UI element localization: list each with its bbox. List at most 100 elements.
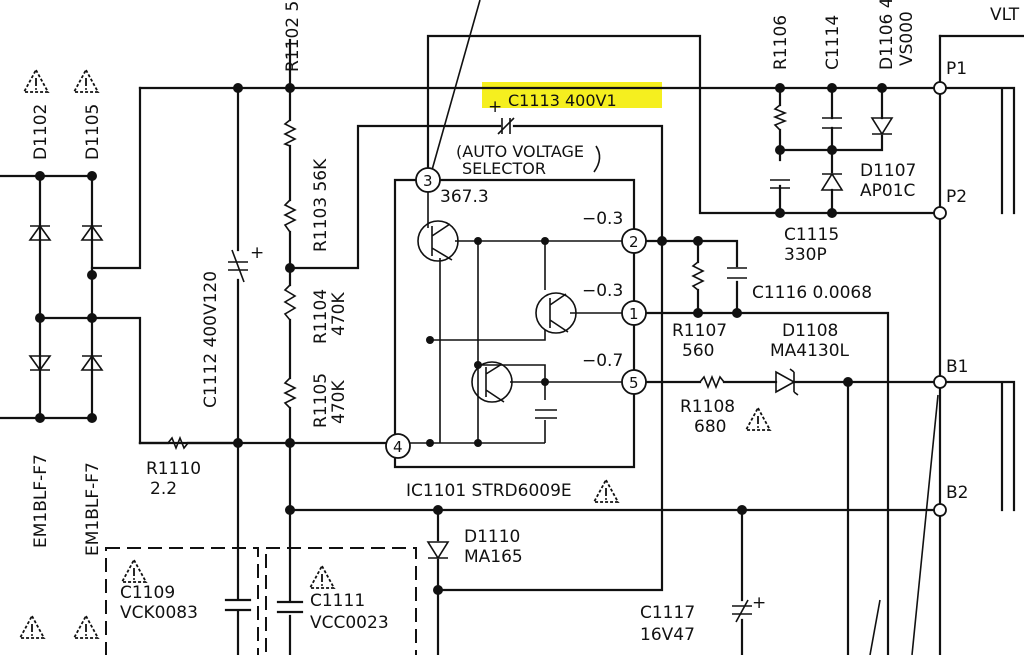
ic-pin-3: 3 [423,172,433,190]
resistor-r1105 [283,377,297,409]
label-c1117-plus: + [752,593,766,613]
label-d1105: D1105 [83,104,103,160]
label-avs-2: SELECTOR [462,159,546,178]
label-d1108: D1108 [782,321,838,341]
caution-triangle-icon [19,615,45,639]
capacitor-c1116 [727,267,747,279]
caution-triangle-icon [73,615,99,639]
labels: R1102 5 D1102 D1105 EM1BLF-F7 EM1BLF-F7 … [31,0,1020,645]
label-c1113: C1113 400V1 [508,91,617,110]
diode-d1107 [820,172,844,191]
label-avs-1: (AUTO VOLTAGE [456,142,584,161]
label-r1106: R1106 [771,15,791,70]
diode-d1110 [426,541,450,560]
resistor-r1103 [283,199,297,233]
capacitor-c1111 [276,600,304,614]
label-d1107: D1107 [860,161,916,181]
bridge-diode-tl [28,224,52,241]
bridge-diode-bl [28,355,52,372]
label-c1111v: VCC0023 [310,613,389,633]
capacitor-c1115 [770,179,790,189]
bridge-diode-br [80,354,104,371]
label-d1108v: MA4130L [770,341,850,361]
label-r1103: R1103 56K [311,158,331,252]
caution-triangle-icon [23,69,49,93]
diode-d1106 [870,117,894,136]
label-v5: −0.7 [582,351,623,371]
label-v2: −0.3 [582,209,623,229]
ic-pin-1: 1 [629,305,639,323]
capacitor-c1114 [822,117,842,129]
label-vs: VS000 [897,11,917,66]
label-c1112: C1112 400V120 [201,271,221,408]
components [28,104,894,655]
label-p1: P1 [946,59,967,79]
ic1101-internal: 3 2 1 5 4 [385,167,647,459]
capacitor-c1117 [732,605,752,615]
label-r1105a: R1105 [311,373,331,428]
c1109-box [105,547,259,655]
resistor-r1110 [167,435,189,451]
diode-d1108 [775,368,799,396]
label-em1: EM1BLF-F7 [31,454,51,548]
label-r1107v: 560 [682,341,714,361]
label-vlt: VLT [990,5,1020,25]
label-d1110: D1110 [464,527,520,547]
bridge-diode-tr [80,224,104,241]
label-v1: −0.3 [582,281,623,301]
label-c1109: C1109 [120,583,175,603]
terminal-b1 [933,375,947,389]
label-r1102: R1102 5 [283,1,303,72]
label-r1107: R1107 [672,321,727,341]
capacitor-c1113 [501,118,511,134]
label-r1110: R1110 [146,459,201,479]
label-b2: B2 [946,483,968,503]
resistor-r1102 [283,119,297,147]
label-r1104a: R1104 [311,289,331,344]
label-v3: 367.3 [440,187,489,207]
terminal-b2 [933,503,947,517]
label-r1108: R1108 [680,397,735,417]
label-c1113-plus: + [488,97,502,117]
transistor-q1 [417,220,459,262]
capacitor-c1112 [228,261,248,271]
label-c1115v: 330P [784,245,827,265]
resistor-r1108 [699,374,725,390]
label-c1117v: 16V47 [640,625,695,645]
capacitor-c1109 [224,598,252,612]
ic-pin-4: 4 [393,438,403,456]
transistor-q2 [535,292,577,334]
junctions [35,81,947,595]
label-c1115: C1115 [784,225,839,245]
caution-triangle-icon [745,407,771,431]
label-d1106: D1106 4 [877,0,897,70]
resistor-r1106 [772,104,788,131]
label-r1105b: 470K [329,380,349,424]
transistor-q3 [471,361,513,403]
label-d1110v: MA165 [464,547,523,567]
label-c1109v: VCK0083 [120,603,198,623]
label-r1110v: 2.2 [150,479,177,499]
caution-triangle-icon [121,559,147,583]
resistor-r1107 [691,261,705,291]
label-c1112-plus: + [250,243,264,263]
label-r1108v: 680 [694,417,726,437]
label-d1102: D1102 [31,104,51,160]
caution-triangle-icon [309,565,335,589]
c1113-highlight [482,82,662,108]
resistor-r1104 [283,284,297,321]
label-b1: B1 [946,357,968,377]
c1111-box [265,547,417,655]
terminal-p2 [933,206,947,220]
label-ic1101: IC1101 STRD6009E [406,481,572,501]
label-c1114: C1114 [823,15,843,70]
label-p2: P2 [946,187,967,207]
label-c1117: C1117 [640,603,695,623]
caution-triangle-icon [73,69,99,93]
ic-pin-2: 2 [629,233,639,251]
label-r1104b: 470K [329,292,349,336]
label-ap01c: AP01C [860,181,915,201]
label-em2: EM1BLF-F7 [83,462,103,556]
